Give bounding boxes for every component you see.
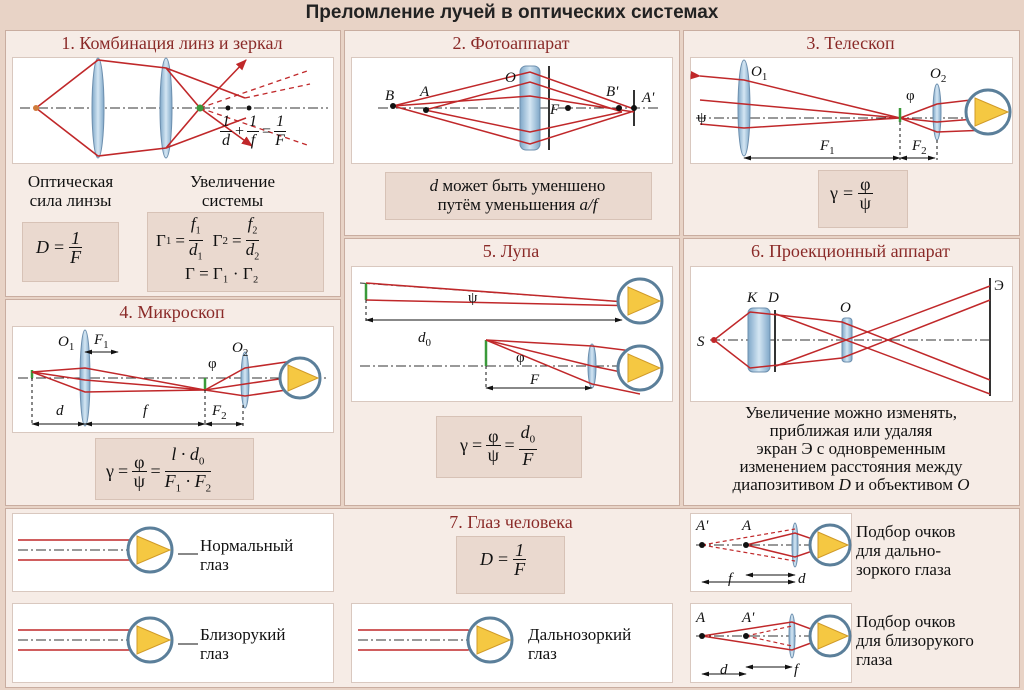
svg-text:O: O: [840, 300, 851, 316]
svg-text:A: A: [695, 610, 706, 626]
svg-text:A: A: [419, 84, 430, 100]
svg-text:φ: φ: [208, 356, 217, 372]
s7-title: 7. Глаз человека: [449, 512, 573, 532]
svg-text:ψ: ψ: [468, 290, 478, 306]
s2-lens: [519, 65, 541, 151]
s6-title: 6. Проекционный аппарат: [750, 241, 951, 261]
svg-text:F1: F1: [93, 332, 109, 351]
s7-myopic-diagram: [18, 616, 198, 664]
svg-text:f: f: [794, 662, 800, 678]
svg-text:K: K: [746, 290, 758, 306]
s7-near-glasses-diagram: [696, 613, 852, 677]
svg-text:O2: O2: [232, 340, 248, 359]
s5-diagram-bg: [351, 266, 673, 402]
s1-lens-1: [91, 57, 105, 159]
s7-normal-diagram: [18, 526, 198, 574]
svg-text:F1: F1: [819, 138, 835, 157]
svg-text:F: F: [549, 102, 560, 118]
svg-text:A': A': [695, 518, 709, 534]
svg-text:F: F: [529, 372, 540, 388]
svg-text:φ: φ: [516, 350, 525, 366]
s3-formula-box: [818, 170, 908, 228]
s3-title: 3. Телескоп: [806, 33, 895, 53]
svg-text:f: f: [143, 403, 149, 419]
s1-G-formula-box: [147, 212, 324, 292]
svg-text:O: O: [505, 70, 516, 86]
svg-text:D: D: [767, 290, 779, 306]
svg-text:F2: F2: [211, 403, 227, 422]
svg-text:d: d: [798, 571, 806, 587]
s4-formula-box: [95, 438, 254, 500]
svg-text:O1: O1: [751, 64, 767, 83]
s6-note: Увеличение можно изменять, приближая или…: [732, 403, 970, 494]
s6-diagram: [710, 278, 991, 396]
svg-text:F2: F2: [911, 138, 927, 157]
s7-formula-box: [456, 536, 565, 594]
svg-text:S: S: [697, 334, 705, 350]
svg-text:B: B: [385, 88, 394, 104]
s5-title: 5. Лупа: [482, 241, 540, 261]
s7-hyperopic-diagram: [358, 616, 514, 664]
s2-note: d может быть уменшено путём уменьшения a…: [429, 176, 606, 214]
svg-text:B': B': [606, 84, 619, 100]
s4-diagram: [18, 329, 326, 427]
svg-text:A': A': [741, 610, 755, 626]
svg-text:O1: O1: [58, 334, 74, 353]
s1-G-formula: Γ = Γ₁ · Γ₂: [185, 264, 259, 283]
s1-lens-2: [159, 57, 173, 159]
svg-text:d0: d0: [418, 330, 432, 349]
svg-text:d: d: [56, 403, 64, 419]
svg-text:ψ: ψ: [697, 110, 707, 126]
s2-diagram: [378, 65, 660, 151]
s6-condenser: [747, 307, 771, 373]
s7-far-glasses-diagram: [696, 522, 852, 585]
s1-D-formula-box: [22, 222, 119, 282]
s3-diagram: [690, 59, 1012, 161]
svg-text:Э: Э: [994, 278, 1004, 294]
s5-formula-box: [436, 416, 582, 478]
s4-title: 4. Микроскоп: [119, 302, 225, 322]
svg-text:f: f: [728, 571, 734, 587]
page-title: Преломление лучей в оптических системах: [305, 2, 719, 23]
s4-lens-eyepiece: [240, 351, 250, 409]
s1-title: 1. Комбинация линз и зеркал: [61, 33, 283, 53]
svg-text:d: d: [720, 662, 728, 678]
svg-text:O2: O2: [930, 66, 946, 85]
s5-diagram: [359, 277, 664, 395]
s2-text-box: [385, 172, 652, 220]
svg-text:φ: φ: [906, 88, 915, 104]
s1-diagram: [20, 57, 328, 159]
svg-text:A': A': [641, 90, 655, 106]
svg-text:A: A: [741, 518, 752, 534]
s2-title: 2. Фотоаппарат: [452, 33, 570, 53]
